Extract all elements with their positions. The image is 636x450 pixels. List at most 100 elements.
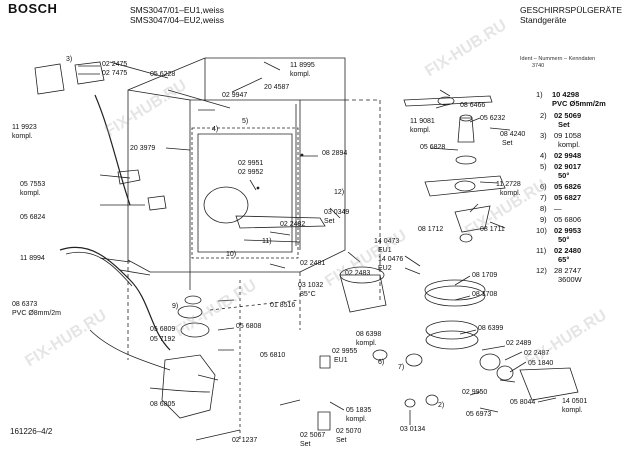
legend-part: 09 1058 (554, 131, 582, 140)
callout-label: 7) (398, 364, 405, 371)
filter-cylinder (457, 117, 475, 143)
callout-label: kompl. (500, 190, 521, 197)
callout-label: 85°C (300, 291, 316, 298)
callout-label: kompl. (20, 190, 41, 197)
circulation-pump (339, 274, 387, 313)
callout-label: kompl. (346, 416, 367, 423)
callout-label: 11 9081 (410, 118, 435, 125)
callout-label: 05 6232 (480, 115, 506, 122)
callout-label: 03 1032 (298, 282, 324, 289)
drain-hose (59, 246, 171, 351)
brand-logo: BOSCH (8, 1, 58, 16)
callout-label: Set (502, 140, 513, 147)
callout-label: 02 5070 (336, 428, 362, 435)
callout-label: 02 2482 (280, 221, 306, 228)
legend-part: 05 6806 (554, 215, 582, 224)
ident-value: 3740 (532, 63, 545, 69)
callout-label: 11 2728 (496, 181, 521, 188)
callout-label: 3) (66, 56, 73, 63)
callout-label: kompl. (12, 133, 33, 140)
ident-label: Ident – Nummern – Kenndaten (520, 56, 596, 62)
callout-label: 14 0501 (562, 398, 588, 405)
callout-label: 02 9947 (222, 92, 248, 99)
legend-ref: 6) (540, 182, 547, 191)
callout-label: 20 3979 (130, 145, 156, 152)
heating-element (235, 215, 326, 229)
legend-note: 50° (558, 235, 570, 244)
callout-label: 03 0349 (324, 209, 350, 216)
callout-label: 14 0473 (374, 238, 400, 245)
callout-label: 11 9923 (12, 124, 37, 131)
legend-ref: 11) (536, 246, 547, 255)
callout-label: 01 8516 (270, 302, 296, 309)
callout-label: 14 0476 (378, 256, 404, 263)
callout-label: 02 9950 (462, 389, 488, 396)
callout-label: 08 4240 (500, 131, 526, 138)
callout-label: kompl. (290, 71, 311, 78)
legend-ref: 12) (536, 266, 547, 275)
callout-label: 4) (212, 126, 219, 133)
tub-outline (127, 57, 346, 273)
callout-label: Set (300, 441, 311, 448)
legend-part: 02 9948 (554, 151, 582, 160)
callout-label: 02 2489 (506, 340, 532, 347)
callout-label: 02 1237 (232, 437, 258, 444)
spray-arm (403, 95, 493, 107)
callout-label: Set (324, 218, 335, 225)
callout-label: 02 5067 (300, 432, 326, 439)
callout-label: 11 8995 (290, 62, 315, 69)
callout-label: 02 9955 (332, 348, 358, 355)
callout-label: 02 9951 (238, 160, 264, 167)
legend-part: 05 6826 (554, 182, 582, 191)
callout-label: 05 7553 (20, 181, 46, 188)
callout-label: EU2 (378, 265, 392, 272)
callout-label: 9) (172, 303, 179, 310)
callout-label: EU1 (378, 247, 392, 254)
callout-label: 5) (242, 118, 249, 125)
callout-label: 08 2894 (322, 150, 348, 157)
door-frame (191, 127, 299, 259)
callout-label: 05 1840 (528, 360, 554, 367)
callout-label: 05 6228 (150, 71, 176, 78)
callout-label: 6) (378, 359, 385, 366)
callout-label: 10) (226, 251, 237, 258)
sump-body (161, 354, 216, 419)
callout-label: 08 6398 (356, 331, 382, 338)
lower-spray-arm (424, 175, 506, 197)
legend-note: 65° (558, 255, 570, 264)
callout-label: kompl. (562, 407, 583, 414)
callout-label: 08 1709 (472, 272, 498, 279)
callout-label: 05 6809 (150, 326, 176, 333)
callout-label: 05 7192 (150, 336, 176, 343)
callout-label: 02 2475 (102, 61, 128, 68)
legend-note: 50° (558, 171, 570, 180)
callout-label: 08 6466 (460, 102, 486, 109)
legend-ref: 3) (540, 131, 547, 140)
legend-ref: 4) (540, 151, 547, 160)
legend-ref: 8) (540, 204, 547, 213)
callout-label: 08 1712 (418, 226, 444, 233)
legend-note: 3600W (558, 275, 582, 284)
callout-label: 02 2487 (524, 350, 550, 357)
callout-label: 11) (262, 238, 272, 245)
callout-label: 02 2483 (345, 270, 371, 277)
document-number: 161226–4/2 (10, 427, 53, 436)
legend-part: 02 2480 (554, 246, 582, 255)
callout-label: EU1 (334, 357, 348, 364)
category-subtitle: Standgeräte (520, 15, 567, 25)
legend-part: 02 5069 (554, 111, 582, 120)
legend-part: 02 9953 (554, 226, 582, 235)
callout-label: PVC Ø8mm/2m (12, 310, 62, 317)
callout-label: 05 6808 (236, 323, 262, 330)
legend-part: 28 2747 (554, 266, 582, 275)
callout-label: 05 1835 (346, 407, 372, 414)
callout-label: 02 7475 (102, 70, 128, 77)
callout-label: 08 1708 (472, 291, 498, 298)
legend-ref: 5) (540, 162, 547, 171)
callout-label: 08 1711 (480, 226, 505, 233)
callout-label: 02 2481 (300, 260, 326, 267)
legend-ref: 10) (536, 226, 547, 235)
category-title: GESCHIRRSPÜLGERÄTE (520, 5, 623, 15)
